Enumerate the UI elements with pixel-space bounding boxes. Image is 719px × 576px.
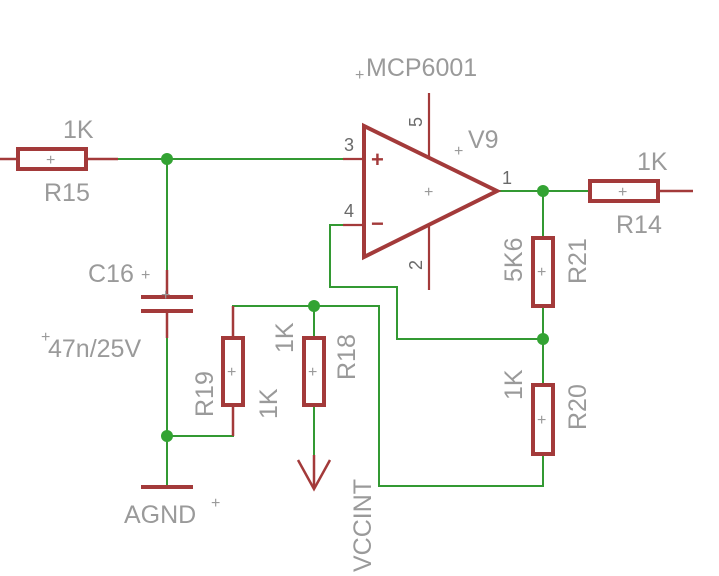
ground-agnd[interactable]: AGND + bbox=[124, 485, 220, 529]
r14-origin-mark: + bbox=[618, 184, 627, 201]
resistor-r14[interactable]: + 1K R14 bbox=[588, 148, 693, 239]
r18-origin-mark: + bbox=[308, 364, 317, 381]
resistor-r20[interactable]: + 1K R20 bbox=[500, 369, 592, 456]
opamp-plus-sign: + bbox=[371, 147, 384, 172]
r20-value-label: 1K bbox=[500, 369, 528, 400]
r19-value-label: 1K bbox=[255, 388, 283, 419]
opamp-pin3-number: 3 bbox=[344, 135, 354, 155]
resistor-r15[interactable]: + 1K R15 bbox=[0, 116, 118, 207]
r15-name-label: R15 bbox=[44, 179, 90, 207]
wire-feedback-to-inv bbox=[329, 224, 543, 340]
supply-vccint[interactable]: VCCINT bbox=[296, 455, 377, 572]
junction-dot bbox=[308, 300, 320, 312]
c16-value-label: 47n/25V bbox=[48, 335, 141, 363]
junction-dot bbox=[537, 185, 549, 197]
vccint-label: VCCINT bbox=[349, 479, 377, 572]
agnd-label: AGND bbox=[124, 501, 196, 529]
r19-name-label: R19 bbox=[191, 371, 219, 417]
opamp-v9[interactable]: + − + 3 4 1 5 2 MCP6001 + V9 + bbox=[343, 54, 512, 290]
c16-name-origin-mark: + bbox=[141, 267, 150, 284]
r21-name-label: R21 bbox=[564, 238, 592, 284]
r14-name-label: R14 bbox=[616, 211, 662, 239]
capacitor-c16[interactable]: + C16 + 47n/25V + bbox=[41, 260, 193, 363]
r20-body bbox=[531, 383, 555, 456]
r20-origin-mark: + bbox=[537, 412, 546, 429]
opamp-value-label: MCP6001 bbox=[366, 54, 477, 82]
r19-origin-mark: + bbox=[227, 364, 236, 381]
opamp-name-label: V9 bbox=[468, 126, 499, 154]
resistor-r18[interactable]: + 1K R18 bbox=[271, 322, 361, 407]
opamp-origin-mark: + bbox=[424, 184, 433, 201]
junction-dot bbox=[161, 430, 173, 442]
opamp-value-origin-mark: + bbox=[355, 67, 364, 84]
junction-dot bbox=[537, 333, 549, 345]
opamp-pin2-number: 2 bbox=[406, 260, 426, 270]
r15-value-label: 1K bbox=[63, 116, 94, 144]
resistor-r21[interactable]: + 5K6 R21 bbox=[500, 236, 592, 308]
c16-origin-mark: + bbox=[161, 287, 170, 304]
c16-name-label: C16 bbox=[88, 260, 134, 288]
r18-value-label: 1K bbox=[271, 322, 299, 353]
r21-origin-mark: + bbox=[537, 264, 546, 281]
agnd-origin-mark: + bbox=[211, 495, 220, 512]
r14-value-label: 1K bbox=[637, 148, 668, 176]
junctions bbox=[161, 153, 549, 442]
r21-value-label: 5K6 bbox=[500, 238, 528, 282]
opamp-pin1-number: 1 bbox=[502, 168, 512, 188]
resistor-r19[interactable]: + R19 1K bbox=[191, 306, 283, 436]
opamp-pin4-number: 4 bbox=[344, 201, 354, 221]
junction-dot bbox=[161, 153, 173, 165]
r21-body bbox=[531, 236, 555, 308]
opamp-triangle bbox=[362, 122, 502, 261]
r18-body bbox=[302, 336, 326, 407]
r20-name-label: R20 bbox=[564, 384, 592, 430]
c16-value-origin-mark: + bbox=[41, 329, 50, 346]
r18-name-label: R18 bbox=[333, 334, 361, 380]
opamp-minus-sign: − bbox=[371, 211, 384, 236]
opamp-pin5-number: 5 bbox=[406, 117, 426, 127]
r15-origin-mark: + bbox=[46, 152, 55, 169]
opamp-name-origin-mark: + bbox=[454, 143, 463, 160]
